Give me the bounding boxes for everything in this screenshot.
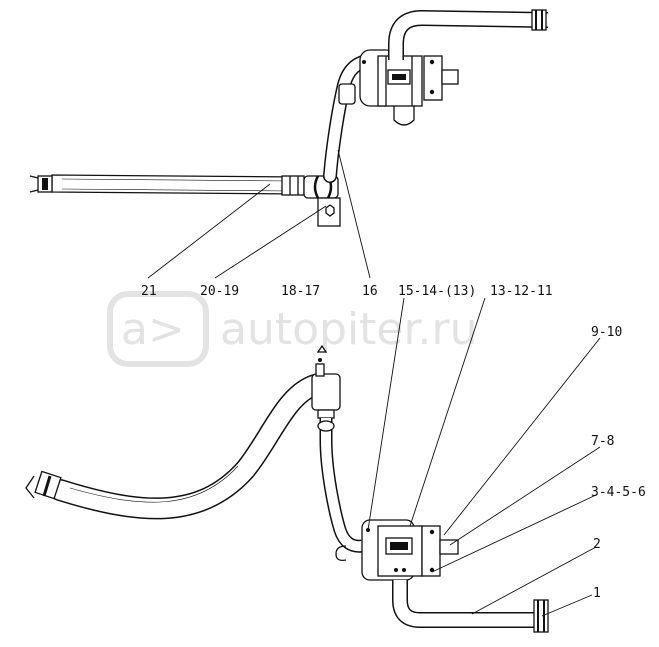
watermark: a> autopiter.ru [107, 291, 478, 367]
bottom-assembly [25, 344, 549, 633]
watermark-logo-glyph: a> [121, 304, 185, 355]
leader-21 [147, 183, 271, 279]
top-outlet-pipe [388, 9, 549, 60]
leader-lines [147, 149, 601, 617]
leader-13-12-11 [409, 297, 486, 527]
leader-20-19 [214, 205, 327, 279]
callout-20-19: 20-19 [200, 284, 239, 299]
callout-2: 2 [593, 537, 601, 552]
leader-15-14 [367, 297, 405, 531]
callout-15-14-13: 15-14-(13) [398, 284, 476, 299]
bottom-pump [335, 519, 459, 581]
watermark-text: autopiter.ru [220, 304, 478, 355]
callout-18-17: 18-17 [281, 284, 320, 299]
callout-7-8: 7-8 [591, 434, 614, 449]
leader-3-4-5-6 [431, 494, 597, 573]
top-long-hose [29, 174, 305, 196]
leader-9-10 [443, 337, 601, 536]
bottom-outlet-pipe [392, 580, 549, 633]
leader-7-8 [449, 446, 601, 546]
top-vertical-hose [323, 53, 379, 183]
leader-2 [471, 546, 597, 615]
callout-16: 16 [362, 284, 378, 299]
leader-16 [337, 149, 371, 279]
bottom-vertical-hose [317, 418, 363, 553]
top-pump [359, 49, 459, 126]
leader-1 [541, 594, 593, 617]
top-clamp-bracket [303, 175, 341, 227]
callout-9-10: 9-10 [591, 325, 622, 340]
callout-1: 1 [593, 586, 601, 601]
callout-labels: 21 20-19 18-17 16 15-14-(13) 13-12-11 9-… [141, 284, 646, 601]
callout-21: 21 [141, 284, 157, 299]
callout-3-4-5-6: 3-4-5-6 [591, 485, 646, 500]
callout-13-12-11: 13-12-11 [490, 284, 553, 299]
top-assembly [29, 9, 549, 227]
bottom-long-hose [25, 374, 326, 520]
watermark-logo-box [107, 291, 209, 367]
bottom-elbow-fitting [311, 344, 341, 419]
